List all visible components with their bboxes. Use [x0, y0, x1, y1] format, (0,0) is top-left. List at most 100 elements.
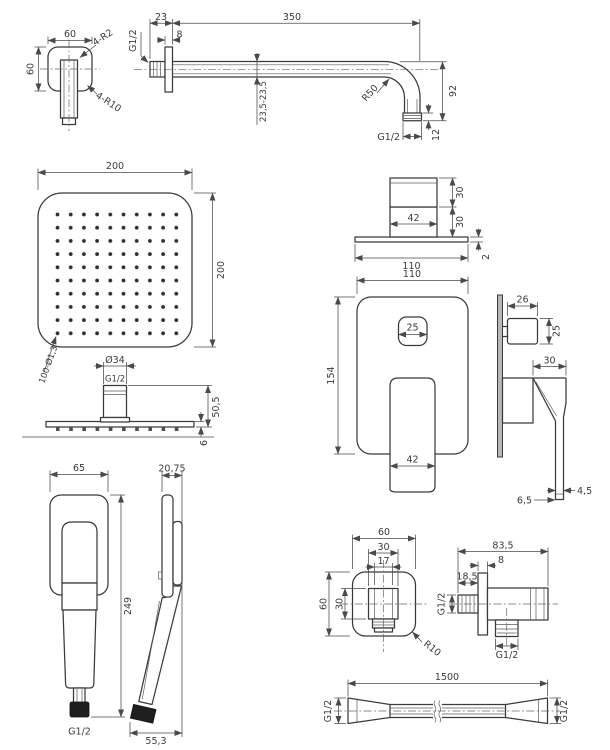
valve-lever-front	[389, 377, 436, 493]
valve-body-upper	[389, 177, 438, 208]
dim-hub-diameter: Ø34	[105, 355, 125, 366]
arm-pipe-inner	[171, 76, 406, 114]
dim-knob-height: 25	[552, 325, 563, 337]
label-elbow-outlet-thread: G1/2	[496, 650, 519, 661]
nozzle-grid	[53, 210, 187, 344]
hand-shower-nut	[69, 701, 90, 718]
valve-top-view: 30 30 42 110 2	[354, 177, 492, 272]
label-hand-shower-thread: G1/2	[68, 727, 91, 738]
dim-valve-plate-thickness: 2	[481, 254, 492, 260]
arm-outlet-tip	[402, 112, 423, 122]
dim-valve-plate-height: 154	[326, 366, 337, 384]
dim-elbow-wall-offset: 18,5	[456, 572, 477, 583]
dim-elbow-height: 60	[319, 598, 330, 610]
dim-elbow-inner-height: 30	[335, 598, 346, 610]
label-head-thread: G1/2	[105, 375, 125, 385]
dim-arm-outlet-length: 12	[431, 129, 442, 141]
valve-side-view: 30 4,5 6,5	[497, 294, 592, 507]
nozzle-ticks	[56, 427, 179, 431]
dim-arm-length: 350	[283, 12, 301, 23]
note-corner-r10: 4-R10	[93, 90, 123, 115]
dim-hand-shower-depth: 20,75	[158, 464, 185, 475]
dim-lever-tip-offset: 6,5	[517, 496, 532, 507]
dim-elbow-inner-width: 30	[377, 542, 389, 553]
wall-plate	[497, 294, 503, 458]
dimension-lines	[354, 177, 483, 262]
label-hose-right-thread: G1/2	[559, 700, 570, 723]
wall-elbow-side-view: 83,5 8 18,5 G1/2 G1/2	[437, 541, 558, 661]
dim-hand-shower-width: 65	[73, 463, 85, 474]
dim-elbow-boss-width: 17	[377, 556, 389, 567]
shower-head-side-view: Ø34 G1/2 50,5 6	[22, 355, 222, 446]
dim-button-width: 25	[406, 323, 418, 334]
diverter-button	[397, 316, 428, 347]
dim-arm-offset: 23	[155, 12, 167, 23]
dim-valve-plate-width-top: 110	[402, 261, 420, 272]
note-arm-bend-radius: R50	[360, 83, 381, 104]
knob-body	[506, 317, 539, 345]
label-arm-outlet-thread: G1/2	[377, 132, 400, 143]
dim-arm-pipe-diameter: 23,5-23,5	[259, 81, 269, 122]
shower-arm-side-view: 23 350 G1/2 8 23,5-23,5 R50 92 12 G1/2	[128, 12, 459, 143]
valve-plate-edge	[354, 236, 469, 243]
valve-lever-side	[532, 377, 567, 501]
dim-hand-shower-length: 249	[123, 597, 134, 615]
note-corner-r2: 4-R2	[91, 27, 116, 48]
dimension-lines	[140, 19, 447, 140]
dim-hose-length: 1500	[435, 672, 459, 683]
dim-head-side-height: 50,5	[211, 396, 222, 417]
dim-knob-width: 26	[516, 295, 528, 306]
dim-valve-plate-width: 110	[403, 269, 421, 280]
head-hub	[102, 384, 128, 419]
hand-shower-side-nut	[129, 703, 157, 724]
dim-lever-tip-thickness: 4,5	[577, 486, 592, 497]
dim-elbow-width: 60	[378, 527, 390, 538]
dim-flange-width: 60	[64, 29, 76, 40]
valve-body-side	[501, 377, 534, 424]
dim-elbow-length: 83,5	[492, 541, 513, 552]
dimension-lines	[325, 534, 423, 643]
dim-valve-lower-depth: 30	[455, 216, 466, 228]
note-nozzle-count: 100-Ø1,3	[36, 344, 60, 385]
shower-hose-view: 1500 G1/2 G1/2	[323, 672, 570, 725]
dimension-lines	[507, 302, 553, 345]
label-elbow-inlet-thread: G1/2	[437, 593, 448, 616]
dim-flange-height: 60	[26, 63, 37, 75]
hand-shower-side-view: 20,75 55,3	[129, 464, 186, 747]
note-elbow-corner-radius: R10	[421, 639, 443, 659]
hand-shower-front-view: 65 249 G1/2	[49, 463, 134, 738]
dimension-lines	[532, 360, 575, 503]
dim-lever-width: 42	[406, 455, 418, 466]
label-hose-left-thread: G1/2	[323, 700, 334, 723]
label-arm-wall-thread: G1/2	[128, 29, 139, 52]
dim-hand-shower-base: 55,3	[145, 736, 166, 747]
dimension-lines	[334, 679, 561, 724]
dim-elbow-flange-thickness: 8	[498, 555, 504, 566]
valve-front-view: 110 154 25 42	[326, 269, 469, 493]
hand-shower-head-side	[161, 494, 174, 598]
spray-face	[61, 521, 98, 584]
dimension-lines	[129, 471, 183, 737]
wall-elbow-front-view: 60 30 17 60 30 R10	[319, 527, 443, 659]
dimension-lines	[49, 470, 125, 718]
dimension-lines	[37, 168, 216, 373]
shower-head-front-view: 200 200 100-Ø1,3	[36, 161, 227, 385]
hose-break-symbol	[433, 700, 437, 723]
dimension-lines	[94, 362, 212, 437]
dimension-lines	[34, 36, 98, 95]
dim-arm-drop: 92	[448, 85, 459, 97]
dim-head-plate-thickness: 6	[199, 440, 210, 446]
dim-lever-depth: 30	[543, 356, 555, 367]
dim-arm-flange-thickness: 8	[177, 30, 183, 41]
dimension-lines	[447, 547, 549, 650]
hand-shower-handle-side	[138, 585, 183, 706]
dim-head-width: 200	[106, 161, 124, 172]
arm-pipe-outer	[171, 60, 421, 114]
valve-knob-detail: 26 25	[499, 295, 563, 345]
dim-valve-body-width: 42	[407, 213, 419, 224]
hand-shower-handle-front	[62, 609, 97, 689]
dim-valve-upper-depth: 30	[455, 186, 466, 198]
dimension-lines	[334, 276, 469, 469]
